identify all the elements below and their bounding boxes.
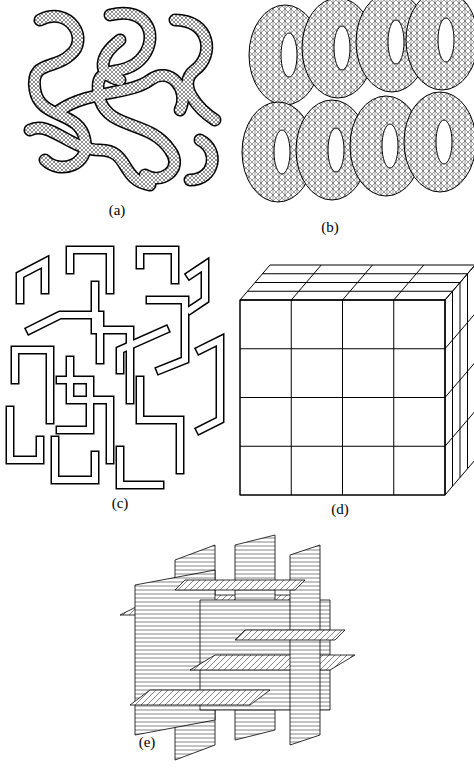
torus [406,0,474,90]
tube-network [30,13,215,185]
bar-outline [70,250,110,290]
grid-line [240,495,445,496]
panel-label: (c) [112,496,129,511]
torus-hole [281,33,297,77]
bar-outline [10,410,40,460]
bar-fill [15,350,50,420]
grid-line [445,300,446,495]
grid-line [445,300,446,495]
torus-hole [334,26,350,70]
bar-outline [120,450,160,485]
bar-fill [30,315,100,360]
torus-hole [328,128,344,172]
grid-line [467,274,468,469]
torus-array [242,0,474,202]
bar-outline [60,380,90,430]
bar-outline [20,262,45,300]
grid-line [240,397,445,398]
grid-line [240,446,445,447]
torus-hole [438,18,454,62]
bar-fill [140,380,180,470]
bar-fill [10,410,40,460]
bar-fill [120,330,165,370]
panel-label: (d) [331,502,349,517]
bar-fill [95,285,130,400]
panel-label: (a) [109,203,126,218]
bar-outline [120,330,165,370]
grid-line [460,283,461,478]
grid-line [270,265,474,266]
bar-fill [60,380,90,430]
bar-outline [15,350,50,420]
torus-hole [274,130,290,174]
grid-line [445,460,474,495]
cube-grid [240,265,474,495]
bar-fill [190,265,205,310]
bar-frame [10,250,220,485]
bar-fill [200,340,220,430]
bar-fill [20,262,45,300]
torus-hole [388,20,404,64]
bar-fill [140,250,175,280]
cube-front [240,300,445,495]
bar-outline [140,250,175,280]
torus-hole [382,124,398,168]
panel-label: (e) [139,735,156,750]
torus-hole [436,120,452,164]
grid-line [255,282,460,283]
panel-label: (b) [321,220,339,235]
plane-set [120,535,355,760]
bar-outline [55,440,95,480]
grid-line [394,265,424,300]
torus [404,92,474,192]
grid-line [393,300,394,495]
bar-fill [70,250,110,290]
bar-fill [55,440,95,480]
bar-outline [140,380,180,470]
bar-outline [190,265,205,310]
bar-outline [200,340,220,430]
bar-fill [120,450,160,485]
grid-line [445,265,474,300]
grid-line [445,411,474,446]
grid-line [263,273,468,274]
